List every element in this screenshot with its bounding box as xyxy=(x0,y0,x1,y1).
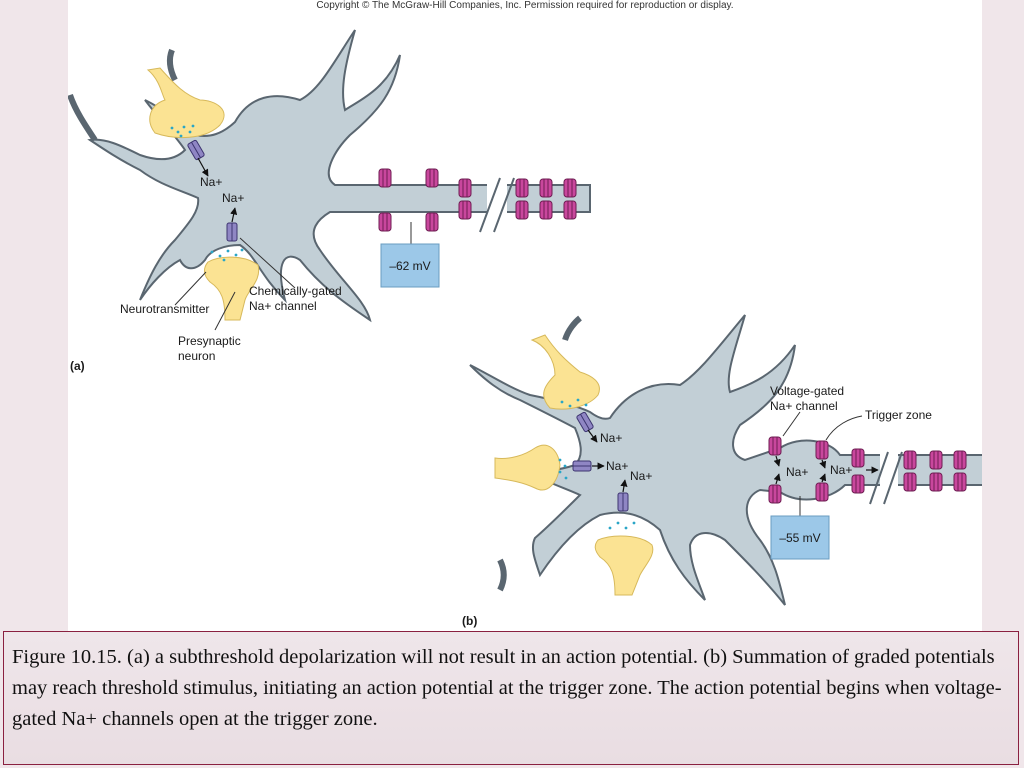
voltage-label-b: –55 mV xyxy=(779,531,820,545)
figure-caption: Figure 10.15. (a) a subthreshold depolar… xyxy=(12,646,1002,730)
presynaptic-a-upper xyxy=(146,67,225,138)
voltage-box-b xyxy=(770,515,830,560)
panel-b-tag: (b) xyxy=(462,614,477,628)
panel-a-tag: (a) xyxy=(70,359,85,373)
voltage-label-a: –62 mV xyxy=(389,259,430,273)
caption-box: Figure 10.15. (a) a subthreshold depolar… xyxy=(3,631,1019,765)
arrow-a1 xyxy=(197,157,209,177)
chemically-gated-channel-b3 xyxy=(617,492,629,512)
arrow-b3 xyxy=(620,479,628,493)
voltage-gated-label-1: Voltage-gated xyxy=(770,384,844,398)
neurotransmitter-dots-a xyxy=(170,124,244,262)
chemically-gated-label-2: Na+ channel xyxy=(249,299,317,313)
na-label-b3: Na+ xyxy=(630,469,652,483)
neuron-a xyxy=(68,29,591,323)
presynaptic-a-lower xyxy=(204,256,260,321)
chemically-gated-channel-a2 xyxy=(226,222,238,242)
na-label-b2: Na+ xyxy=(606,459,628,473)
neuron-a-body xyxy=(87,29,591,323)
presynaptic-b-upper xyxy=(530,334,600,410)
arrow-b5 xyxy=(773,473,781,485)
neurotransmitter-dots-b xyxy=(558,398,636,530)
na-label-b4: Na+ xyxy=(786,465,808,479)
neuron-b-body xyxy=(469,314,982,606)
na-label-a-upper: Na+ xyxy=(200,175,222,189)
na-label-b5: Na+ xyxy=(830,463,852,477)
voltage-box-a xyxy=(380,243,440,288)
chemically-gated-channel-b2 xyxy=(572,460,592,472)
axon-break-a xyxy=(479,177,515,233)
copyright-notice: Copyright © The McGraw-Hill Companies, I… xyxy=(316,0,734,11)
presynaptic-b-lower xyxy=(594,535,654,596)
voltage-gated-label-2: Na+ channel xyxy=(770,399,838,413)
arrow-b7 xyxy=(819,473,827,483)
neuron-b xyxy=(469,314,982,606)
arrow-b4 xyxy=(773,455,781,467)
figure-panel: Copyright © The McGraw-Hill Companies, I… xyxy=(68,0,982,632)
trigger-zone-label: Trigger zone xyxy=(865,408,932,422)
presynaptic-b-left xyxy=(494,444,561,491)
axon-break-b xyxy=(869,451,903,505)
arrow-b6 xyxy=(819,459,827,469)
na-label-b1: Na+ xyxy=(600,431,622,445)
neuron-diagram: –62 mV Na+ Na+ Neurotransmitter Chemical… xyxy=(68,29,982,628)
arrow-b1 xyxy=(587,429,598,443)
na-label-a-lower: Na+ xyxy=(222,191,244,205)
arrow-a2 xyxy=(230,207,238,223)
presynaptic-label-1: Presynaptic xyxy=(178,334,241,348)
neurotransmitter-label: Neurotransmitter xyxy=(120,302,209,316)
chemically-gated-label-1: Chemically-gated xyxy=(249,284,342,298)
presynaptic-label-2: neuron xyxy=(178,349,215,363)
